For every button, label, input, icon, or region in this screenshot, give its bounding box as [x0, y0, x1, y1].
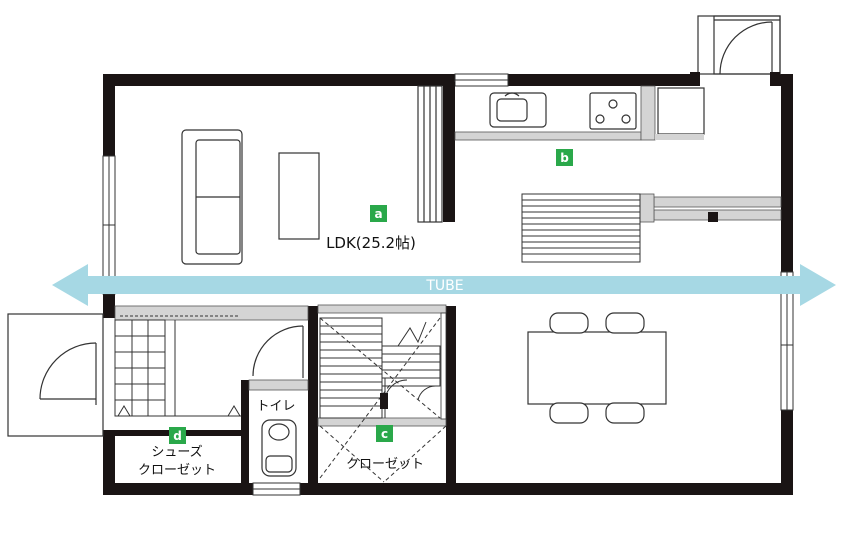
- entrance-porch: [7, 313, 104, 437]
- marker-d: d: [169, 427, 186, 444]
- closet-label: クローゼット: [346, 457, 424, 472]
- marker-b-text: b: [560, 151, 569, 165]
- marker-a: a: [370, 205, 387, 222]
- wall-divider-stair-left: [308, 306, 318, 486]
- entrance-area: [114, 315, 241, 417]
- stove: [589, 92, 637, 130]
- stair-post: [440, 312, 447, 420]
- tube-label: TUBE: [425, 278, 463, 294]
- wall-stair-right: [446, 306, 456, 486]
- sofa: [181, 129, 243, 265]
- counter-post: [708, 212, 718, 222]
- wall-right-upper: [781, 74, 793, 272]
- marker-d-text: d: [173, 429, 182, 443]
- marker-a-text: a: [374, 207, 382, 221]
- marker-c-text: c: [381, 427, 388, 441]
- wall-toilet-left: [241, 380, 249, 484]
- dining-table: [527, 331, 667, 405]
- living-area: [181, 85, 443, 265]
- dining: [527, 312, 667, 424]
- wall-top-left: [103, 74, 455, 86]
- back-door: [697, 15, 781, 75]
- wall-bottom-right: [300, 483, 793, 495]
- chair-3: [549, 402, 589, 424]
- windows: [102, 73, 794, 496]
- exterior-walls: [103, 74, 793, 495]
- stairs: [319, 317, 441, 479]
- kitchen-counter: [521, 193, 641, 263]
- refrigerator: [657, 87, 705, 135]
- chair-2: [605, 312, 645, 334]
- wall-left-upper: [103, 74, 115, 156]
- sink: [489, 92, 547, 128]
- closet-post: [380, 393, 388, 409]
- ldk-label: LDK(25.2帖): [326, 234, 416, 252]
- tube-arrow: TUBE: [52, 264, 836, 306]
- wall-right-lower: [781, 410, 793, 495]
- toilet-fixture: [252, 325, 304, 477]
- marker-b: b: [556, 149, 573, 166]
- chair-1: [549, 312, 589, 334]
- chair-4: [605, 402, 645, 424]
- wall-left-bottom: [103, 430, 115, 495]
- back-door-frame: [690, 72, 700, 86]
- closet-under-stairs: [319, 425, 447, 483]
- coffee-table: [278, 152, 320, 240]
- shoe-closet-label-2: クローゼット: [138, 463, 216, 478]
- wall-kitchen-partition: [443, 82, 455, 222]
- toilet-label: トイレ: [256, 399, 295, 414]
- wall-top-mid: [508, 74, 690, 86]
- wall-bottom-left: [103, 483, 253, 495]
- fridge-shadow: [655, 134, 704, 140]
- back-door-frame-right: [770, 72, 780, 86]
- marker-c: c: [376, 425, 393, 442]
- kitchen: [489, 87, 705, 135]
- wall-left-lower: [103, 294, 115, 318]
- shoe-closet-label-1: シューズ: [151, 444, 202, 460]
